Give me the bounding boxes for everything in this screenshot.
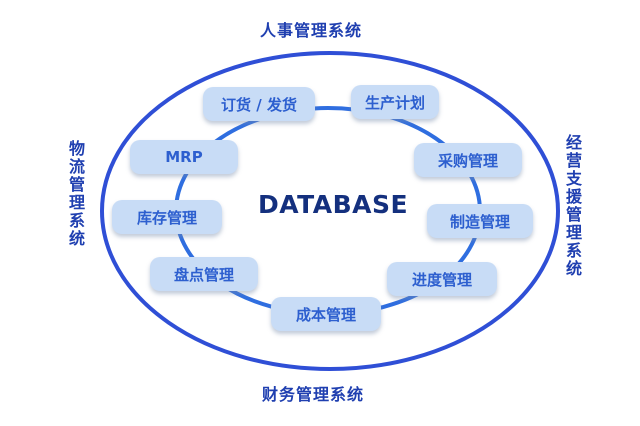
system-label-top: 人事管理系统 (260, 21, 363, 40)
module-production-plan: 生产计划 (351, 85, 439, 119)
database-label: DATABASE (258, 190, 409, 219)
module-order-shipping: 订货 / 发货 (203, 87, 315, 121)
module-stocktaking: 盘点管理 (150, 257, 258, 291)
system-label-bottom: 财务管理系统 (262, 385, 365, 404)
system-label-right: 经营支援管理系统 (563, 134, 582, 278)
module-progress: 进度管理 (387, 262, 497, 296)
module-purchasing: 采购管理 (414, 143, 522, 177)
module-inventory: 库存管理 (112, 200, 222, 234)
module-cost: 成本管理 (271, 297, 381, 331)
module-manufacturing: 制造管理 (427, 204, 533, 238)
module-mrp: MRP (130, 140, 238, 174)
outer-ellipse (100, 51, 560, 371)
system-label-left: 物流管理系统 (66, 140, 85, 248)
